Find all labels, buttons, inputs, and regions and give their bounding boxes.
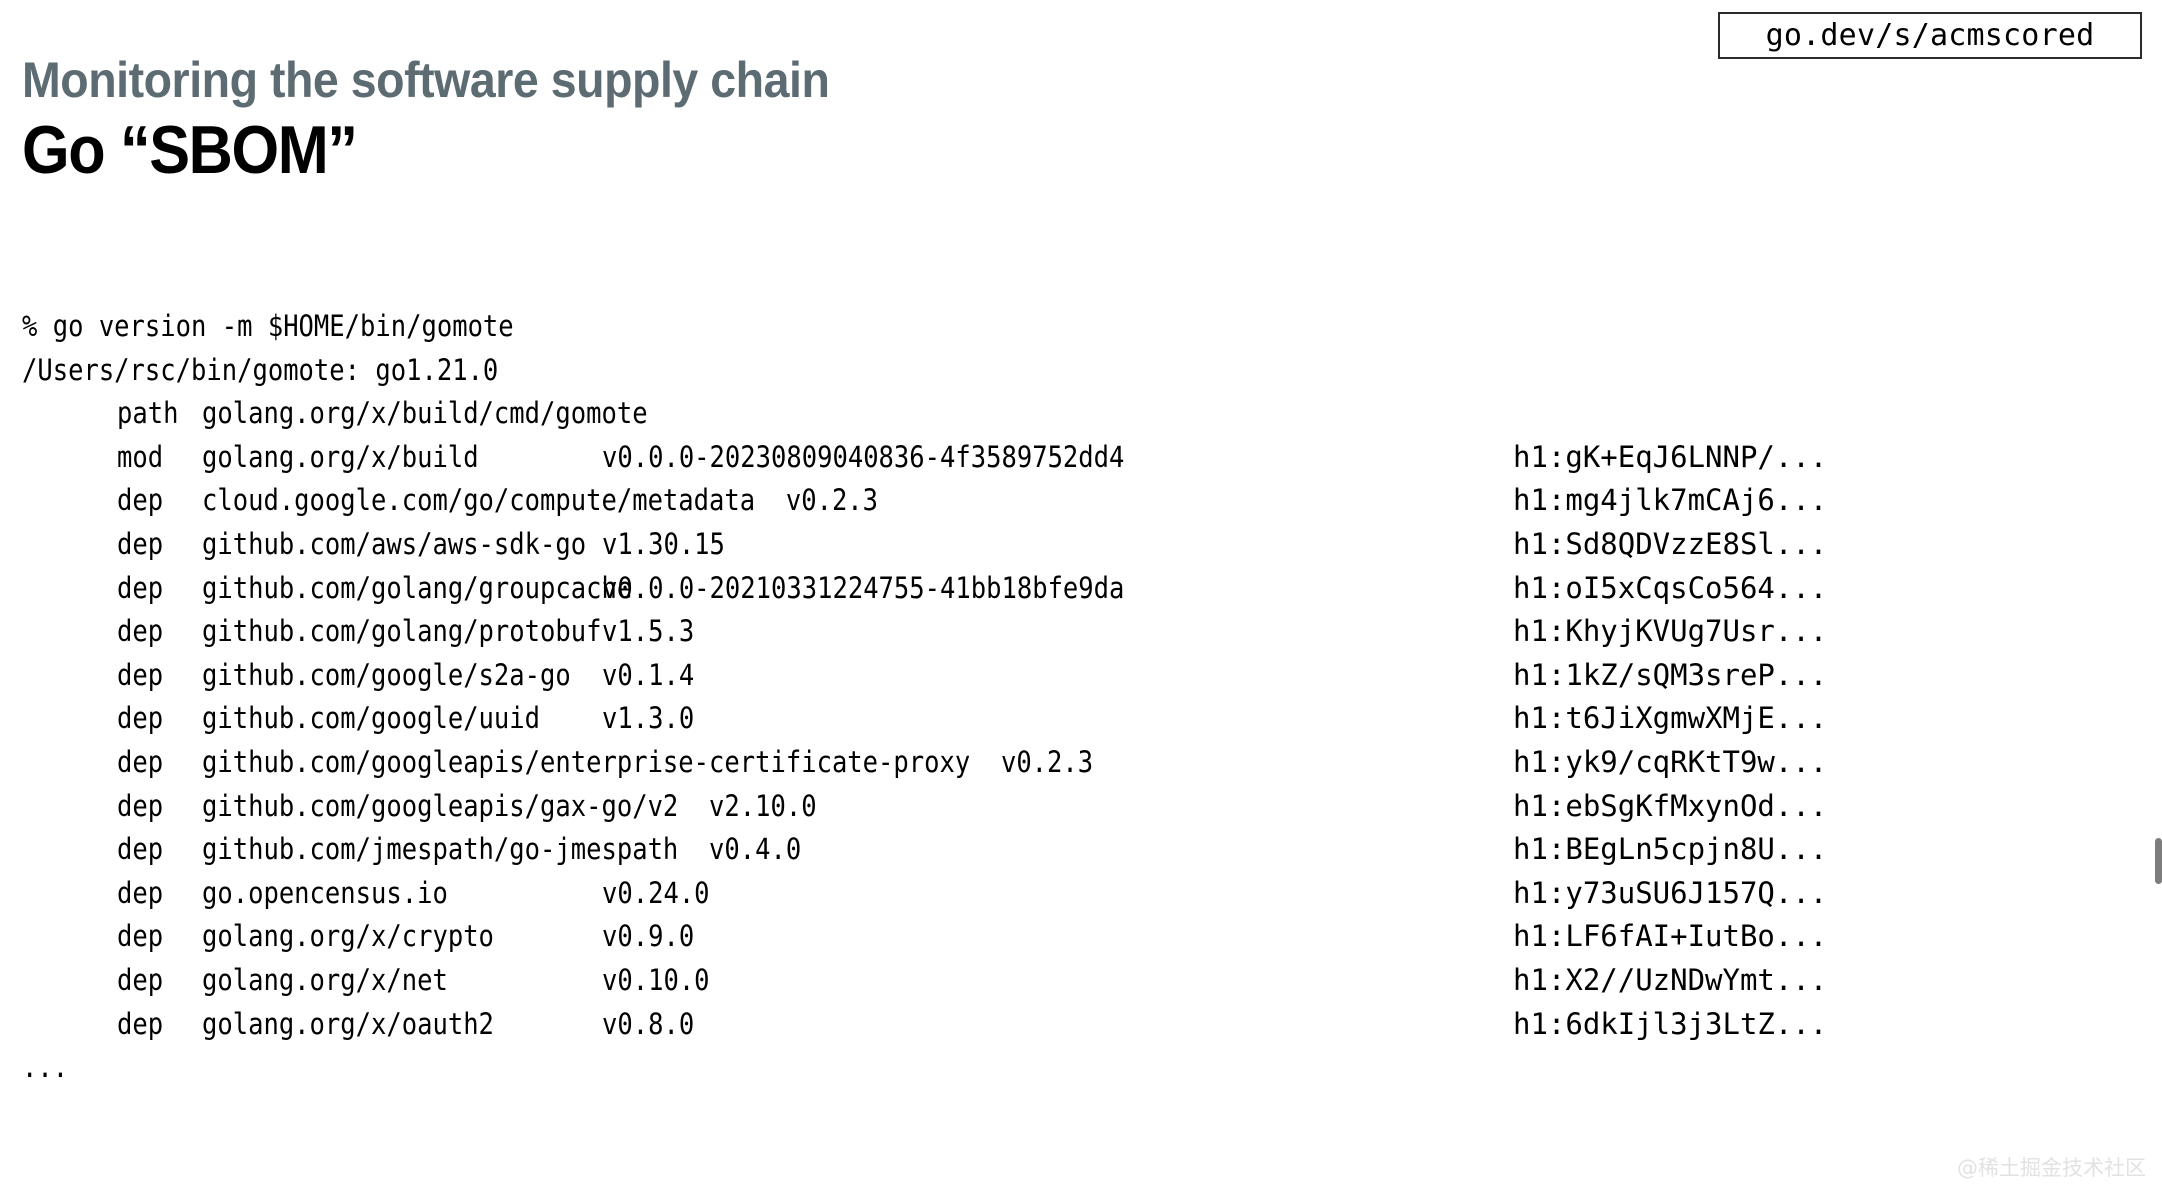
terminal-row-version: v0.10.0 [602, 962, 710, 997]
terminal-row-module: github.com/google/uuid [202, 701, 541, 736]
terminal-row-kind: dep [117, 526, 164, 561]
terminal-row-module-group: github.com/googleapis/gax-go/v2 v2.10.0 [202, 785, 817, 829]
terminal-row-version: v0.8.0 [602, 1006, 695, 1041]
terminal-row-module: golang.org/x/net [202, 962, 448, 997]
terminal-row-hash: h1:mg4jlk7mCAj6... [1513, 483, 1828, 518]
terminal-row-kind: path [117, 396, 179, 431]
page-title: Go “SBOM” [22, 112, 358, 188]
terminal-row-hash: h1:X2//UzNDwYmt... [1513, 962, 1828, 997]
terminal-row-module: github.com/golang/protobuf [202, 614, 602, 649]
terminal-row-version: v0.2.3 [1000, 744, 1094, 779]
terminal-row-module: github.com/googleapis/gax-go/v2 [202, 788, 679, 823]
terminal-row-hash: h1:gK+EqJ6LNNP/... [1513, 439, 1828, 474]
terminal-row-hash: h1:y73uSU6J157Q... [1513, 875, 1828, 910]
terminal-row-module: github.com/jmespath/go-jmespath [202, 832, 679, 867]
terminal-row-module: golang.org/x/oauth2 [202, 1006, 494, 1041]
terminal-row-kind: dep [117, 570, 164, 605]
terminal-row-version: v0.4.0 [709, 832, 802, 867]
terminal-row-version: v0.9.0 [602, 919, 695, 954]
terminal-row-hash: h1:yk9/cqRKtT9w... [1513, 744, 1828, 779]
slide-eyebrow: Monitoring the software supply chain [22, 52, 830, 108]
terminal-row-version: v1.30.15 [602, 526, 725, 561]
terminal-row-hash: h1:ebSgKfMxynOd... [1513, 788, 1828, 823]
terminal-command-line: % go version -m $HOME/bin/gomote [22, 305, 2122, 349]
terminal-row-module-group: github.com/googleapis/enterprise-certifi… [202, 741, 1093, 785]
terminal-row-version: v1.5.3 [602, 614, 695, 649]
terminal-ellipsis-text: ... [22, 1050, 69, 1085]
terminal-row-kind: dep [117, 919, 164, 954]
url-chip-text: go.dev/s/acmscored [1765, 18, 2095, 53]
terminal-row-module-group: github.com/jmespath/go-jmespath v0.4.0 [202, 828, 801, 872]
terminal-row-hash: h1:1kZ/sQM3sreP... [1513, 657, 1828, 692]
terminal-row: dep go.opencensus.io v0.24.0 h1:y73uSU6J157… [22, 872, 2122, 916]
terminal-row-hash: h1:BEgLn5cpjn8U... [1513, 832, 1828, 867]
terminal-row-version: v2.10.0 [709, 788, 817, 823]
terminal-row: dep golang.org/x/net v0.10.0 h1:X2//UzNDwYm… [22, 959, 2122, 1003]
terminal-row-version: v0.24.0 [602, 875, 710, 910]
terminal-row-version: v1.3.0 [602, 701, 695, 736]
terminal-row-module: github.com/google/s2a-go [202, 657, 571, 692]
terminal-row-kind: dep [117, 701, 164, 736]
terminal-row-kind: dep [117, 657, 164, 692]
terminal-row-module: golang.org/x/build [202, 439, 479, 474]
terminal-row: dep golang.org/x/crypto v0.9.0 h1:LF6fAI+Iu… [22, 915, 2122, 959]
terminal-ellipsis-line: ... [22, 1046, 2122, 1090]
terminal-row: dep github.com/jmespath/go-jmespath v0.4.… [22, 828, 2122, 872]
slide-heading-block: Monitoring the software supply chain Go … [22, 52, 1622, 188]
terminal-row-hash: h1:KhyjKVUg7Usr... [1513, 614, 1828, 649]
terminal-row-kind: dep [117, 962, 164, 997]
watermark: @稀土掘金技术社区 [1957, 1156, 2146, 1180]
terminal-row: path golang.org/x/build/cmd/gomote [22, 392, 2122, 436]
terminal-row-module: go.opencensus.io [202, 875, 448, 910]
terminal-row: dep github.com/google/uuid v1.3.0 h1:t6JiXg… [22, 697, 2122, 741]
terminal-row-version: v0.1.4 [602, 657, 695, 692]
terminal-row-module: golang.org/x/crypto [202, 919, 494, 954]
terminal-row-hash: h1:oI5xCqsCo564... [1513, 570, 1828, 605]
terminal-row-kind: dep [117, 832, 164, 867]
terminal-row: dep github.com/google/s2a-go v0.1.4 h1:1kZ/… [22, 654, 2122, 698]
terminal-row-kind: dep [117, 483, 164, 518]
scrollbar-thumb[interactable] [2155, 838, 2162, 884]
terminal-row-kind: mod [117, 439, 164, 474]
terminal-row: dep github.com/aws/aws-sdk-go v1.30.15 h1:S… [22, 523, 2122, 567]
terminal-row-version: v0.0.0-20230809040836-4f3589752dd4 [602, 439, 1125, 474]
terminal-row: dep golang.org/x/oauth2 v0.8.0 h1:6dkIjl3j3… [22, 1003, 2122, 1047]
terminal-transcript: % go version -m $HOME/bin/gomote /Users/… [22, 305, 2122, 1090]
terminal-row-module: github.com/googleapis/enterprise-certifi… [202, 744, 971, 779]
terminal-row-hash: h1:t6JiXgmwXMjE... [1513, 701, 1828, 736]
terminal-row-kind: dep [117, 614, 164, 649]
terminal-row-hash: h1:Sd8QDVzzE8Sl... [1513, 526, 1828, 561]
terminal-row-hash: h1:LF6fAI+IutBo... [1513, 919, 1828, 954]
terminal-row-version: v0.2.3 [785, 483, 879, 518]
terminal-command-text: % go version -m $HOME/bin/gomote [22, 309, 514, 343]
terminal-binary-text: /Users/rsc/bin/gomote: go1.21.0 [22, 352, 499, 387]
terminal-row: dep github.com/googleapis/gax-go/v2 v2.10… [22, 785, 2122, 829]
terminal-row-kind: dep [117, 788, 164, 823]
url-chip[interactable]: go.dev/s/acmscored [1718, 12, 2142, 59]
terminal-row-kind: dep [117, 744, 164, 779]
terminal-row: dep cloud.google.com/go/compute/metadata … [22, 479, 2122, 523]
terminal-row-module-group: cloud.google.com/go/compute/metadata v0.… [202, 479, 878, 523]
terminal-row-module: golang.org/x/build/cmd/gomote [202, 396, 648, 431]
terminal-row-module: github.com/aws/aws-sdk-go [202, 526, 587, 561]
terminal-row: mod golang.org/x/build v0.0.0-202308090408… [22, 436, 2122, 480]
terminal-row-module: cloud.google.com/go/compute/metadata [202, 483, 756, 518]
terminal-row-module: github.com/golang/groupcache [202, 570, 633, 605]
terminal-row-kind: dep [117, 875, 164, 910]
terminal-binary-line: /Users/rsc/bin/gomote: go1.21.0 [22, 349, 2122, 393]
terminal-row-version: v0.0.0-20210331224755-41bb18bfe9da [602, 570, 1125, 605]
terminal-row-kind: dep [117, 1006, 164, 1041]
terminal-row: dep github.com/googleapis/enterprise-cert… [22, 741, 2122, 785]
terminal-row-hash: h1:6dkIjl3j3LtZ... [1513, 1006, 1828, 1041]
